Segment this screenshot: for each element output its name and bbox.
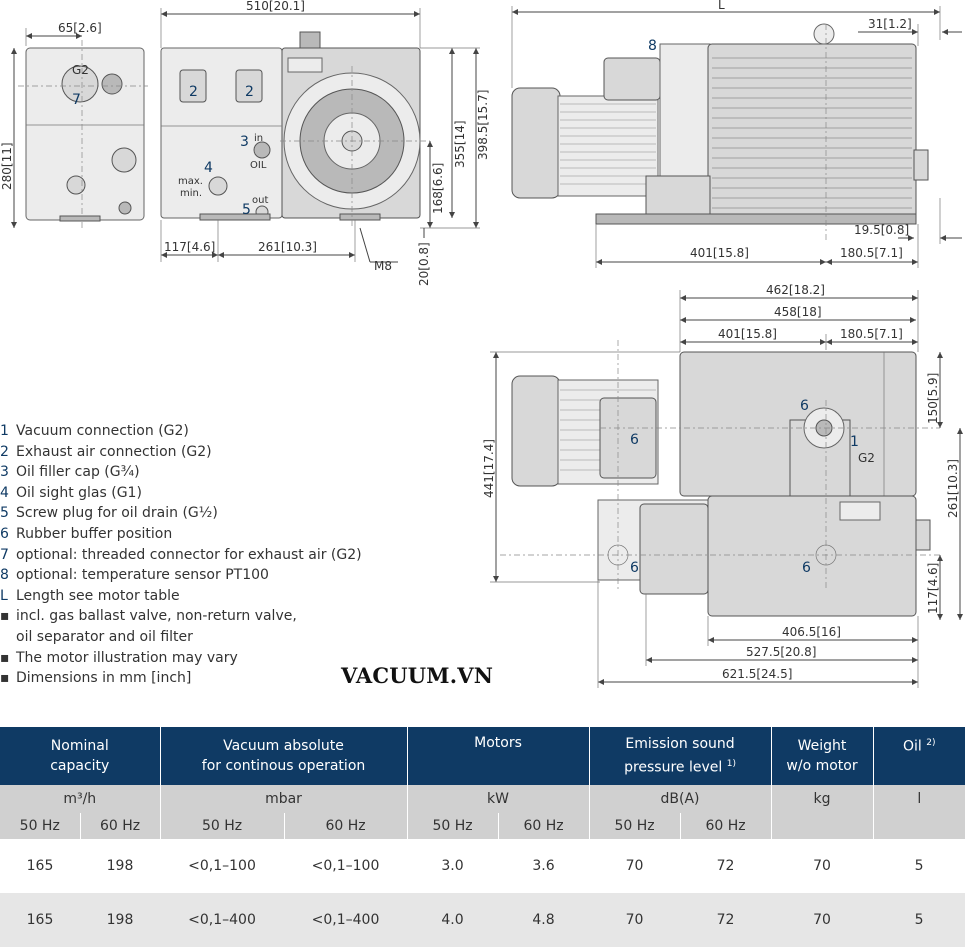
plan-view — [500, 340, 940, 617]
dim-65: 65[2.6] — [58, 21, 102, 35]
watermark: VACUUM.VN — [341, 663, 494, 688]
dim-280: 280[11] — [0, 142, 14, 190]
dim-180b: 180.5[7.1] — [840, 327, 903, 341]
dim-458: 458[18] — [774, 305, 822, 319]
dim-L: L — [718, 0, 725, 12]
technical-drawings: 65[2.6] G2 7 280[11] 510[20.1] 2 2 3 in … — [0, 0, 963, 688]
dim-180: 180.5[7.1] — [840, 246, 903, 260]
header-motors: Motors — [407, 727, 590, 785]
callout-6b: 6 — [800, 398, 809, 414]
dim-168: 168[6.6] — [431, 163, 445, 214]
dim-527: 527.5[20.8] — [746, 645, 816, 659]
callout-1: 1 — [850, 434, 859, 450]
front-view — [160, 31, 430, 228]
dim-621: 621.5[24.5] — [722, 667, 792, 681]
header-oil: Oil 2) — [873, 727, 965, 785]
label-out: out — [252, 195, 268, 206]
label-m8: M8 — [374, 259, 392, 273]
callout-2b: 2 — [245, 84, 254, 100]
callout-6c: 6 — [630, 560, 639, 576]
label-oil: OIL — [250, 160, 267, 171]
label-min: min. — [180, 188, 202, 199]
dim-401: 401[15.8] — [690, 246, 749, 260]
label-g2-side: G2 — [72, 63, 89, 77]
dim-406: 406.5[16] — [782, 625, 841, 639]
label-in: in — [254, 133, 263, 144]
dim-261-h: 261[10.3] — [258, 240, 317, 254]
dim-19: 19.5[0.8] — [854, 223, 909, 237]
dim-462: 462[18.2] — [766, 283, 825, 297]
table-row: 165 198 <0,1–100 <0,1–100 3.0 3.6 70 72 … — [0, 839, 965, 893]
dim-398: 398.5[15.7] — [476, 90, 490, 160]
dim-355: 355[14] — [453, 120, 467, 168]
dim-117-h: 117[4.6] — [164, 240, 215, 254]
dim-401b: 401[15.8] — [718, 327, 777, 341]
dim-261-v: 261[10.3] — [946, 459, 960, 518]
units-row: m³/h mbar kW dB(A) kg l — [0, 785, 965, 813]
dim-510: 510[20.1] — [246, 0, 305, 13]
legend-note: ▪The motor illustration may vary — [0, 649, 238, 666]
label-max: max. — [178, 176, 203, 187]
callout-5: 5 — [242, 202, 251, 218]
callout-6a: 6 — [630, 432, 639, 448]
dim-117-v: 117[4.6] — [926, 563, 940, 614]
dim-150: 150[5.9] — [926, 373, 940, 424]
legend-note: oil separator and oil filter — [16, 628, 193, 645]
dim-20: 20[0.8] — [417, 242, 431, 286]
legend-note: ▪incl. gas ballast valve, non-return val… — [0, 608, 297, 625]
side-view — [18, 40, 148, 228]
legend-note: ▪Dimensions in mm [inch] — [0, 670, 192, 687]
callout-7: 7 — [72, 92, 81, 108]
callout-8: 8 — [648, 38, 657, 54]
dim-31: 31[1.2] — [868, 17, 912, 31]
callout-2a: 2 — [189, 84, 198, 100]
callout-6d: 6 — [802, 560, 811, 576]
dim-441: 441[17.4] — [482, 439, 496, 498]
table-row: 165 198 <0,1–400 <0,1–400 4.0 4.8 70 72 … — [0, 893, 965, 947]
label-g2-plan: G2 — [858, 451, 875, 465]
elevation-view — [511, 23, 929, 240]
callout-4: 4 — [204, 160, 213, 176]
callout-3: 3 — [240, 134, 249, 150]
frequency-row: 50 Hz 60 Hz 50 Hz 60 Hz 50 Hz 60 Hz 50 H… — [0, 813, 965, 839]
